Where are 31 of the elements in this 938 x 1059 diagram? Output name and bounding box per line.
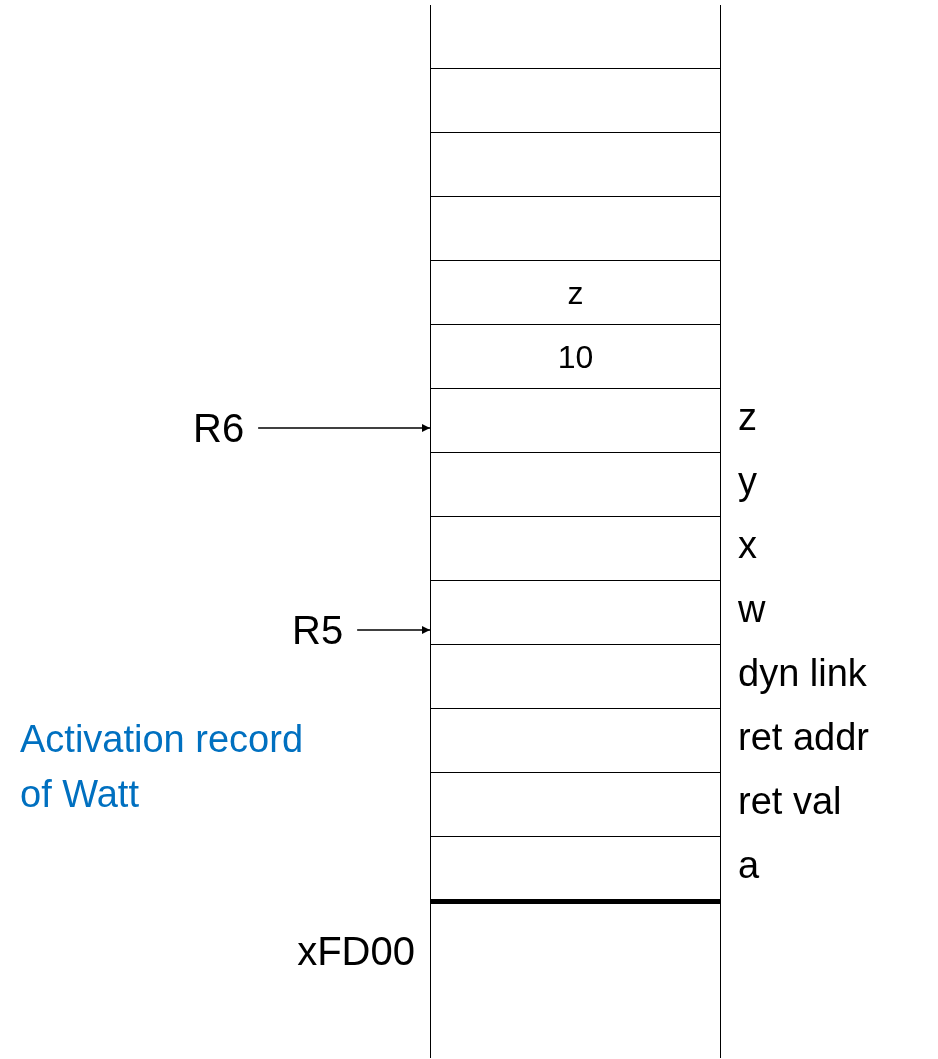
stack-cell <box>430 132 721 196</box>
stack-cell <box>430 324 721 388</box>
stack-cell <box>430 836 721 900</box>
stack-cell <box>430 260 721 324</box>
variable-name: ret addr <box>738 718 869 756</box>
variable-name: x <box>738 526 757 564</box>
cell-value: 10 <box>557 340 594 373</box>
register-label: R5 <box>292 610 344 650</box>
stack-cell <box>430 772 721 836</box>
stack-cell <box>430 452 721 516</box>
cell-value: z <box>567 276 584 309</box>
stack-cell <box>430 196 721 260</box>
variable-name: w <box>738 590 766 628</box>
variable-name: dyn link <box>738 654 867 692</box>
variable-name: a <box>738 846 760 884</box>
stack-cell <box>430 580 721 644</box>
annotation-text: Activation record of Watt <box>20 717 304 818</box>
register-label: R6 <box>193 408 245 448</box>
stack-cell <box>430 388 721 452</box>
stack-cell <box>430 708 721 772</box>
arrow <box>356 626 431 634</box>
arrow <box>257 424 431 432</box>
stack-cell <box>430 644 721 708</box>
stack-cell <box>430 516 721 580</box>
variable-name: y <box>738 462 757 500</box>
stack-cell <box>430 898 721 1058</box>
stack-cell <box>430 68 721 132</box>
variable-name: ret val <box>738 782 842 820</box>
stack-cell <box>430 5 721 68</box>
address-label: xFD00 <box>296 928 415 975</box>
variable-name: z <box>738 398 757 436</box>
